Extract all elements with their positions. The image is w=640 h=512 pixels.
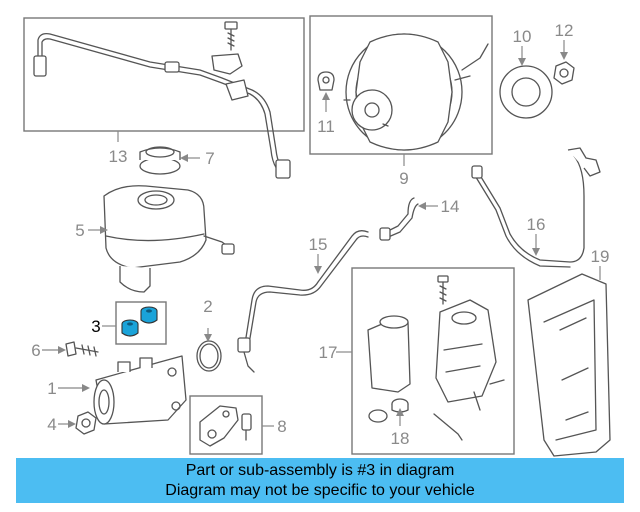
callout-9: 9: [399, 169, 408, 188]
callout-3: 3: [91, 317, 100, 336]
reservoir-part-5[interactable]: [103, 185, 235, 293]
callout-leaders: [42, 40, 601, 428]
callout-10: 10: [513, 27, 532, 46]
callout-12: 12: [555, 21, 574, 40]
group-box-8: [189, 395, 263, 455]
grommet-part-3-highlighted[interactable]: [121, 306, 158, 337]
reservoir-cap-part-7[interactable]: [139, 146, 181, 175]
bracket-part-8[interactable]: [199, 405, 252, 447]
callout-7: 7: [205, 149, 214, 168]
nut-part-4[interactable]: [75, 411, 97, 435]
seal-part-11[interactable]: [317, 71, 335, 91]
hose-part-14[interactable]: [379, 197, 419, 241]
brake-booster-part-9[interactable]: [343, 33, 489, 151]
nut-part-12[interactable]: [553, 61, 575, 85]
group-box-3: [115, 301, 167, 345]
callout-4: 4: [47, 415, 56, 434]
callout-5: 5: [75, 221, 84, 240]
bolt-part-17[interactable]: [437, 275, 449, 305]
callout-11: 11: [317, 117, 335, 136]
callout-19: 19: [591, 247, 610, 266]
callout-14: 14: [441, 197, 460, 216]
group-box-13: [23, 17, 305, 132]
grommet-part-18[interactable]: [368, 398, 409, 423]
callout-1: 1: [47, 379, 56, 398]
callout-16: 16: [527, 215, 546, 234]
info-banner: Part or sub-assembly is #3 in diagram Di…: [16, 458, 624, 503]
brake-tube-part-16[interactable]: [471, 147, 601, 268]
banner-line-part-number: Part or sub-assembly is #3 in diagram: [185, 461, 455, 479]
brake-line-part-13[interactable]: [33, 32, 291, 179]
master-cylinder-part-1[interactable]: [93, 355, 187, 425]
group-box-17: [351, 267, 515, 455]
brake-tube-part-15[interactable]: [237, 230, 369, 373]
heat-shield-part-19[interactable]: [527, 273, 611, 457]
callout-6: 6: [31, 341, 40, 360]
gasket-part-10[interactable]: [499, 65, 553, 119]
o-ring-part-2[interactable]: [196, 340, 222, 372]
banner-line-disclaimer: Diagram may not be specific to your vehi…: [165, 481, 475, 499]
callout-13: 13: [109, 147, 128, 166]
callout-18: 18: [391, 429, 410, 448]
group-box-9: [309, 15, 493, 155]
callout-8: 8: [277, 417, 286, 436]
callout-2: 2: [203, 297, 212, 316]
bolt-part-6[interactable]: [65, 341, 99, 357]
callout-15: 15: [309, 235, 328, 254]
callout-17: 17: [319, 343, 338, 362]
bolt-part-13[interactable]: [224, 21, 238, 51]
abs-module-part-17[interactable]: [367, 299, 505, 441]
